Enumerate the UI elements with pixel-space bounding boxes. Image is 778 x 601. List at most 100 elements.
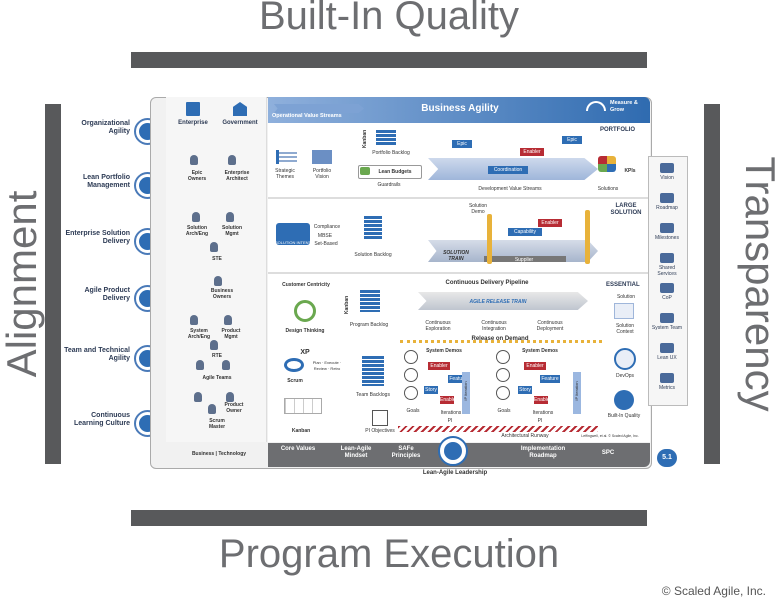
solution-context-label: Solution Context xyxy=(615,323,635,335)
business-owners-role: Business Owners xyxy=(210,288,234,300)
solution-backlog-label: Solution Backlog xyxy=(354,252,392,258)
portfolio-vision-label: Portfolio Vision xyxy=(312,168,332,180)
scrum-master-role: Scrum Master xyxy=(208,418,226,430)
ovs-arrow xyxy=(274,104,364,113)
spanning-item[interactable]: Metrics xyxy=(650,373,684,391)
devops-icon xyxy=(614,348,636,370)
enabler-card: Enabler xyxy=(428,362,450,370)
solution-train-label: SOLUTION TRAIN xyxy=(443,250,469,262)
person-icon xyxy=(210,242,218,252)
title-program-execution: Program Execution xyxy=(218,532,560,576)
core-values-item: Core Values xyxy=(278,446,318,468)
solution-demo-post-2 xyxy=(585,210,590,264)
ce-label: Continuous Exploration xyxy=(425,320,451,332)
essential-label: ESSENTIAL xyxy=(606,282,640,288)
portfolio-vision-icon xyxy=(312,150,332,164)
kpis-label: KPIs xyxy=(624,168,636,174)
title-built-in-quality: Built-In Quality xyxy=(258,0,520,38)
business-agility-label: Business Agility xyxy=(421,103,499,114)
person-icon xyxy=(190,155,198,165)
goals-label-1: Goals xyxy=(406,408,420,414)
business-technology-label: Business | Technology xyxy=(191,451,247,457)
competency-label: Lean Portfolio Management xyxy=(82,174,130,189)
credit-label: Leffingwell, et al. © Scaled Agile, Inc. xyxy=(581,434,639,438)
arch-runway-label: Architectural Runway xyxy=(501,433,549,439)
compliance-label: Compliance xyxy=(313,224,341,230)
enabler-card: Enabler xyxy=(520,148,544,156)
work-item-card: Feature xyxy=(540,375,560,383)
spanning-item[interactable]: CoP xyxy=(650,283,684,301)
spanning-item[interactable]: Lean UX xyxy=(650,343,684,361)
implementation-roadmap-label: Implementation Roadmap xyxy=(520,446,566,459)
iteration-circle xyxy=(496,386,510,400)
lean-agile-mindset-label: Lean-Agile Mindset xyxy=(340,446,372,459)
enterprise-label: Enterprise xyxy=(178,120,208,126)
team-backlogs-label: Team Backlogs xyxy=(356,392,390,398)
ste-role: STE xyxy=(212,256,222,262)
ip-iteration-label-1: IP Iteration xyxy=(463,381,468,401)
lean-budgets-label: Lean Budgets xyxy=(378,169,412,175)
solution-demo-post-1 xyxy=(487,214,492,264)
mbse-label: MBSE xyxy=(317,233,333,239)
lean-agile-mindset-item: Lean-Agile Mindset xyxy=(332,446,380,468)
portfolio-kanban-label: Kanban xyxy=(362,129,368,149)
supplier-label: Supplier xyxy=(514,257,534,263)
competency-label: Team and Technical Agility xyxy=(64,347,130,362)
ip-iteration-bar-1 xyxy=(462,372,470,414)
portfolio-label: PORTFOLIO xyxy=(600,127,635,133)
iteration-circle xyxy=(404,368,418,382)
measure-grow-label: Measure & Grow xyxy=(610,100,638,113)
solution-intent-label: SOLUTION INTENT xyxy=(274,240,311,245)
spanning-item[interactable]: Shared Services xyxy=(650,253,684,277)
iterations-label-2: Iterations xyxy=(532,410,554,416)
government-label: Government xyxy=(222,120,258,126)
built-in-quality-label: Built-In Quality xyxy=(607,413,641,419)
person-icon xyxy=(194,392,202,402)
supplier-bar xyxy=(484,256,566,262)
spanning-item[interactable]: Vision xyxy=(650,163,684,181)
xp-items: Plan · Execute · Review · Retro xyxy=(312,360,342,371)
metrics-icon xyxy=(660,373,674,383)
work-item-card: Story xyxy=(424,386,438,394)
spanning-item[interactable]: Milestones xyxy=(650,223,684,241)
top-bar xyxy=(131,52,647,68)
system-arch-role: System Arch/Eng xyxy=(187,328,211,340)
spanning-label: Lean UX xyxy=(657,355,677,361)
spanning-item[interactable]: Roadmap xyxy=(650,193,684,211)
spanning-label: Shared Services xyxy=(657,265,677,277)
solution-mgmt-role: Solution Mgmt xyxy=(222,225,242,237)
roadmap-icon xyxy=(660,193,674,203)
arch-runway-line xyxy=(398,426,598,432)
rte-role: RTE xyxy=(212,353,222,359)
built-in-quality-icon xyxy=(614,390,634,410)
shared-services-icon xyxy=(660,253,674,263)
release-on-demand-label: Release on Demand xyxy=(471,336,529,342)
guardrails-label: Guardrails xyxy=(377,182,401,188)
person-icon xyxy=(196,360,204,370)
enterprise-block: Enterprise xyxy=(178,100,208,130)
epic-card-2: Epic xyxy=(562,136,582,144)
coordination-card: Coordination xyxy=(488,166,528,174)
competency-label: Enterprise Solution Delivery xyxy=(65,230,130,245)
spanning-label: Metrics xyxy=(658,385,676,391)
person-icon xyxy=(190,315,198,325)
person-icon xyxy=(192,212,200,222)
safe-principles-item: SAFe Principles xyxy=(386,446,426,468)
solutions-icon xyxy=(598,156,616,172)
system-team-icon xyxy=(660,313,674,323)
work-item-card: Feature xyxy=(448,375,468,383)
lean-ux-icon xyxy=(660,343,674,353)
leadership-icon xyxy=(444,442,462,460)
solutions-label: Solutions xyxy=(597,186,619,192)
lean-budgets-box xyxy=(358,165,422,179)
spanning-item[interactable]: System Team xyxy=(650,313,684,331)
ip-iteration-label-2: IP Iteration xyxy=(574,381,579,401)
title-transparency: Transparency xyxy=(737,156,778,412)
ci-label: Continuous Integration xyxy=(481,320,507,332)
program-kanban-label: Kanban xyxy=(344,295,350,315)
spc-item: SPC xyxy=(588,446,628,468)
core-values-label: Core Values xyxy=(280,446,316,452)
competency-label: Continuous Learning Culture xyxy=(73,412,130,427)
roles-column xyxy=(166,97,267,442)
product-mgmt-role: Product Mgmt xyxy=(221,328,241,340)
